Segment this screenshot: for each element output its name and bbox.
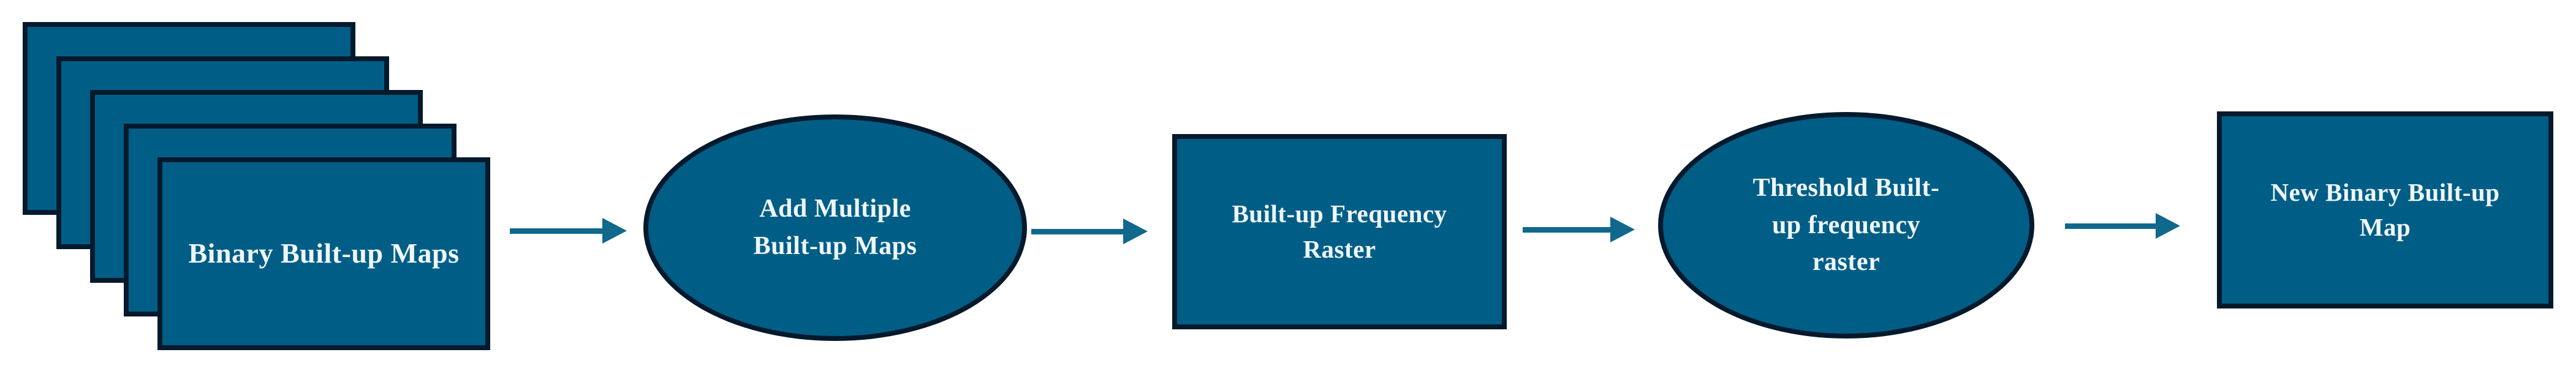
node-label-line: raster bbox=[1812, 248, 1881, 277]
node-threshold-built-up-frequency-raster: Threshold Built- up frequency raster bbox=[1658, 112, 2034, 338]
arrow-shaft bbox=[1031, 229, 1124, 234]
node-label-line: New Binary Built-up bbox=[2270, 178, 2500, 206]
flow-arrow-3 bbox=[1523, 216, 1635, 243]
node-label-line: Built-up Frequency bbox=[1232, 200, 1447, 228]
node-label-line: Raster bbox=[1303, 234, 1376, 263]
arrow-shaft bbox=[2065, 223, 2157, 229]
arrow-head-icon bbox=[2156, 213, 2180, 239]
arrow-head-icon bbox=[1610, 217, 1635, 242]
arrow-head-icon bbox=[1123, 219, 1148, 244]
arrow-head-icon bbox=[602, 218, 627, 244]
node-new-binary-built-up-map: New Binary Built-up Map bbox=[2217, 111, 2553, 309]
node-label-line: Built-up Maps bbox=[753, 232, 917, 260]
arrow-shaft bbox=[1523, 227, 1612, 233]
flow-arrow-1 bbox=[510, 217, 627, 244]
flow-arrow-2 bbox=[1031, 218, 1148, 245]
arrow-shaft bbox=[510, 228, 604, 234]
node-label: Add Multiple Built-up Maps bbox=[754, 190, 917, 265]
node-label: New Binary Built-up Map bbox=[2271, 175, 2500, 245]
node-built-up-frequency-raster: Built-up Frequency Raster bbox=[1172, 134, 1507, 329]
node-label-line: up frequency bbox=[1771, 211, 1921, 239]
node-label: Threshold Built- up frequency raster bbox=[1753, 170, 1940, 282]
node-label-line: Map bbox=[2359, 213, 2411, 241]
flow-arrow-4 bbox=[2065, 212, 2180, 239]
node-label: Binary Built-up Maps bbox=[189, 238, 460, 269]
node-add-multiple-built-up-maps: Add Multiple Built-up Maps bbox=[643, 114, 1027, 341]
node-label-line: Binary Built-up Maps bbox=[188, 237, 460, 269]
stacked-map-sheet-front: Binary Built-up Maps bbox=[157, 157, 490, 350]
node-label: Built-up Frequency Raster bbox=[1232, 196, 1447, 267]
node-label-line: Threshold Built- bbox=[1752, 173, 1940, 202]
node-label-line: Add Multiple bbox=[759, 195, 911, 223]
